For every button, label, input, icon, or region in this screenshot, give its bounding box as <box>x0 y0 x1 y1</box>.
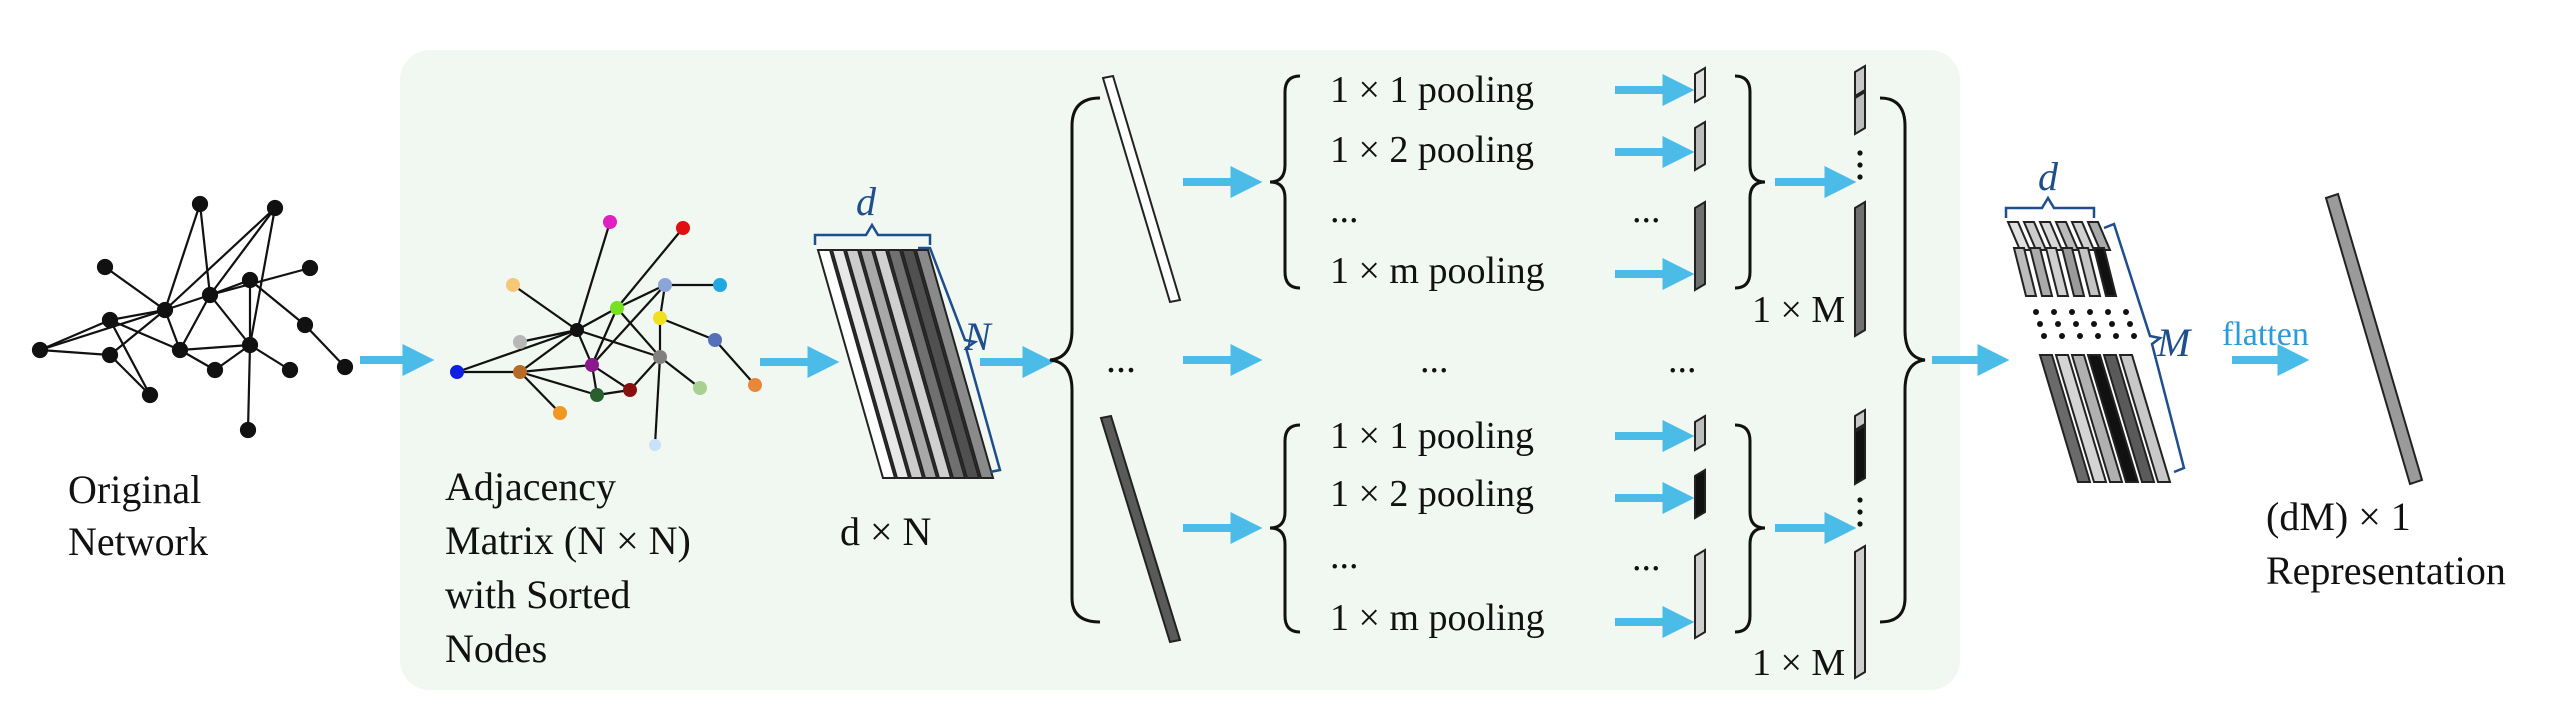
right-dots-grid <box>2033 309 2137 339</box>
upper-column <box>1101 74 1182 304</box>
background-panel <box>400 50 1960 690</box>
upper-arrow-dots: ... <box>1632 189 1661 231</box>
d-brace-top <box>813 222 932 245</box>
upper-inner-brace <box>1269 74 1301 290</box>
right-d-brace <box>2004 195 2096 218</box>
upper-1xM-label: 1 × M <box>1752 289 1845 331</box>
upper-pooled-bars <box>1694 66 1706 292</box>
right-top-slices <box>2006 221 2118 297</box>
middle-pool-dots: ... <box>1420 339 1449 381</box>
stack-dxn-label: d × N <box>840 509 931 554</box>
lower-inner-brace <box>1269 423 1301 634</box>
lower-pooled-bars <box>1694 414 1706 640</box>
original-network-graph <box>31 195 354 439</box>
final-representation-bar <box>2324 192 2424 486</box>
upper-pool-dots: ... <box>1330 189 1359 231</box>
lower-pool-1xm: 1 × m pooling <box>1330 597 1545 639</box>
upper-pool-1xm: 1 × m pooling <box>1330 250 1545 292</box>
upper-pool-1x1: 1 × 1 pooling <box>1330 69 1534 111</box>
lower-1xM-label: 1 × M <box>1752 642 1845 684</box>
lower-right-brace <box>1734 423 1766 634</box>
right-m-label: M <box>2156 320 2193 365</box>
right-d-label: d <box>2038 154 2059 199</box>
upper-right-brace <box>1734 74 1766 290</box>
middle-ellipsis: ... <box>1106 336 1136 381</box>
sorted-network-nodes <box>450 215 762 451</box>
n-brace-side <box>918 246 1002 474</box>
lower-column <box>1099 414 1182 644</box>
lower-pool-1x2: 1 × 2 pooling <box>1330 473 1534 515</box>
stack-d-label: d <box>856 179 877 224</box>
upper-pool-1x2: 1 × 2 pooling <box>1330 129 1534 171</box>
right-bottom-slices <box>2038 354 2172 483</box>
lower-arrow-dots: ... <box>1632 537 1661 579</box>
lower-pool-1x1: 1 × 1 pooling <box>1330 415 1534 457</box>
stack-n-label: N <box>963 314 993 359</box>
dxn-stack <box>816 249 995 479</box>
big-left-brace <box>1049 96 1101 624</box>
upper-1xm-column <box>1854 64 1866 338</box>
big-right-brace <box>1879 96 1926 624</box>
lower-1xm-column <box>1854 408 1866 680</box>
lower-pool-dots: ... <box>1330 535 1359 577</box>
right-m-brace <box>2103 222 2186 474</box>
middle-arrow-dots: ... <box>1668 339 1697 381</box>
flatten-label: flatten <box>2222 316 2309 353</box>
